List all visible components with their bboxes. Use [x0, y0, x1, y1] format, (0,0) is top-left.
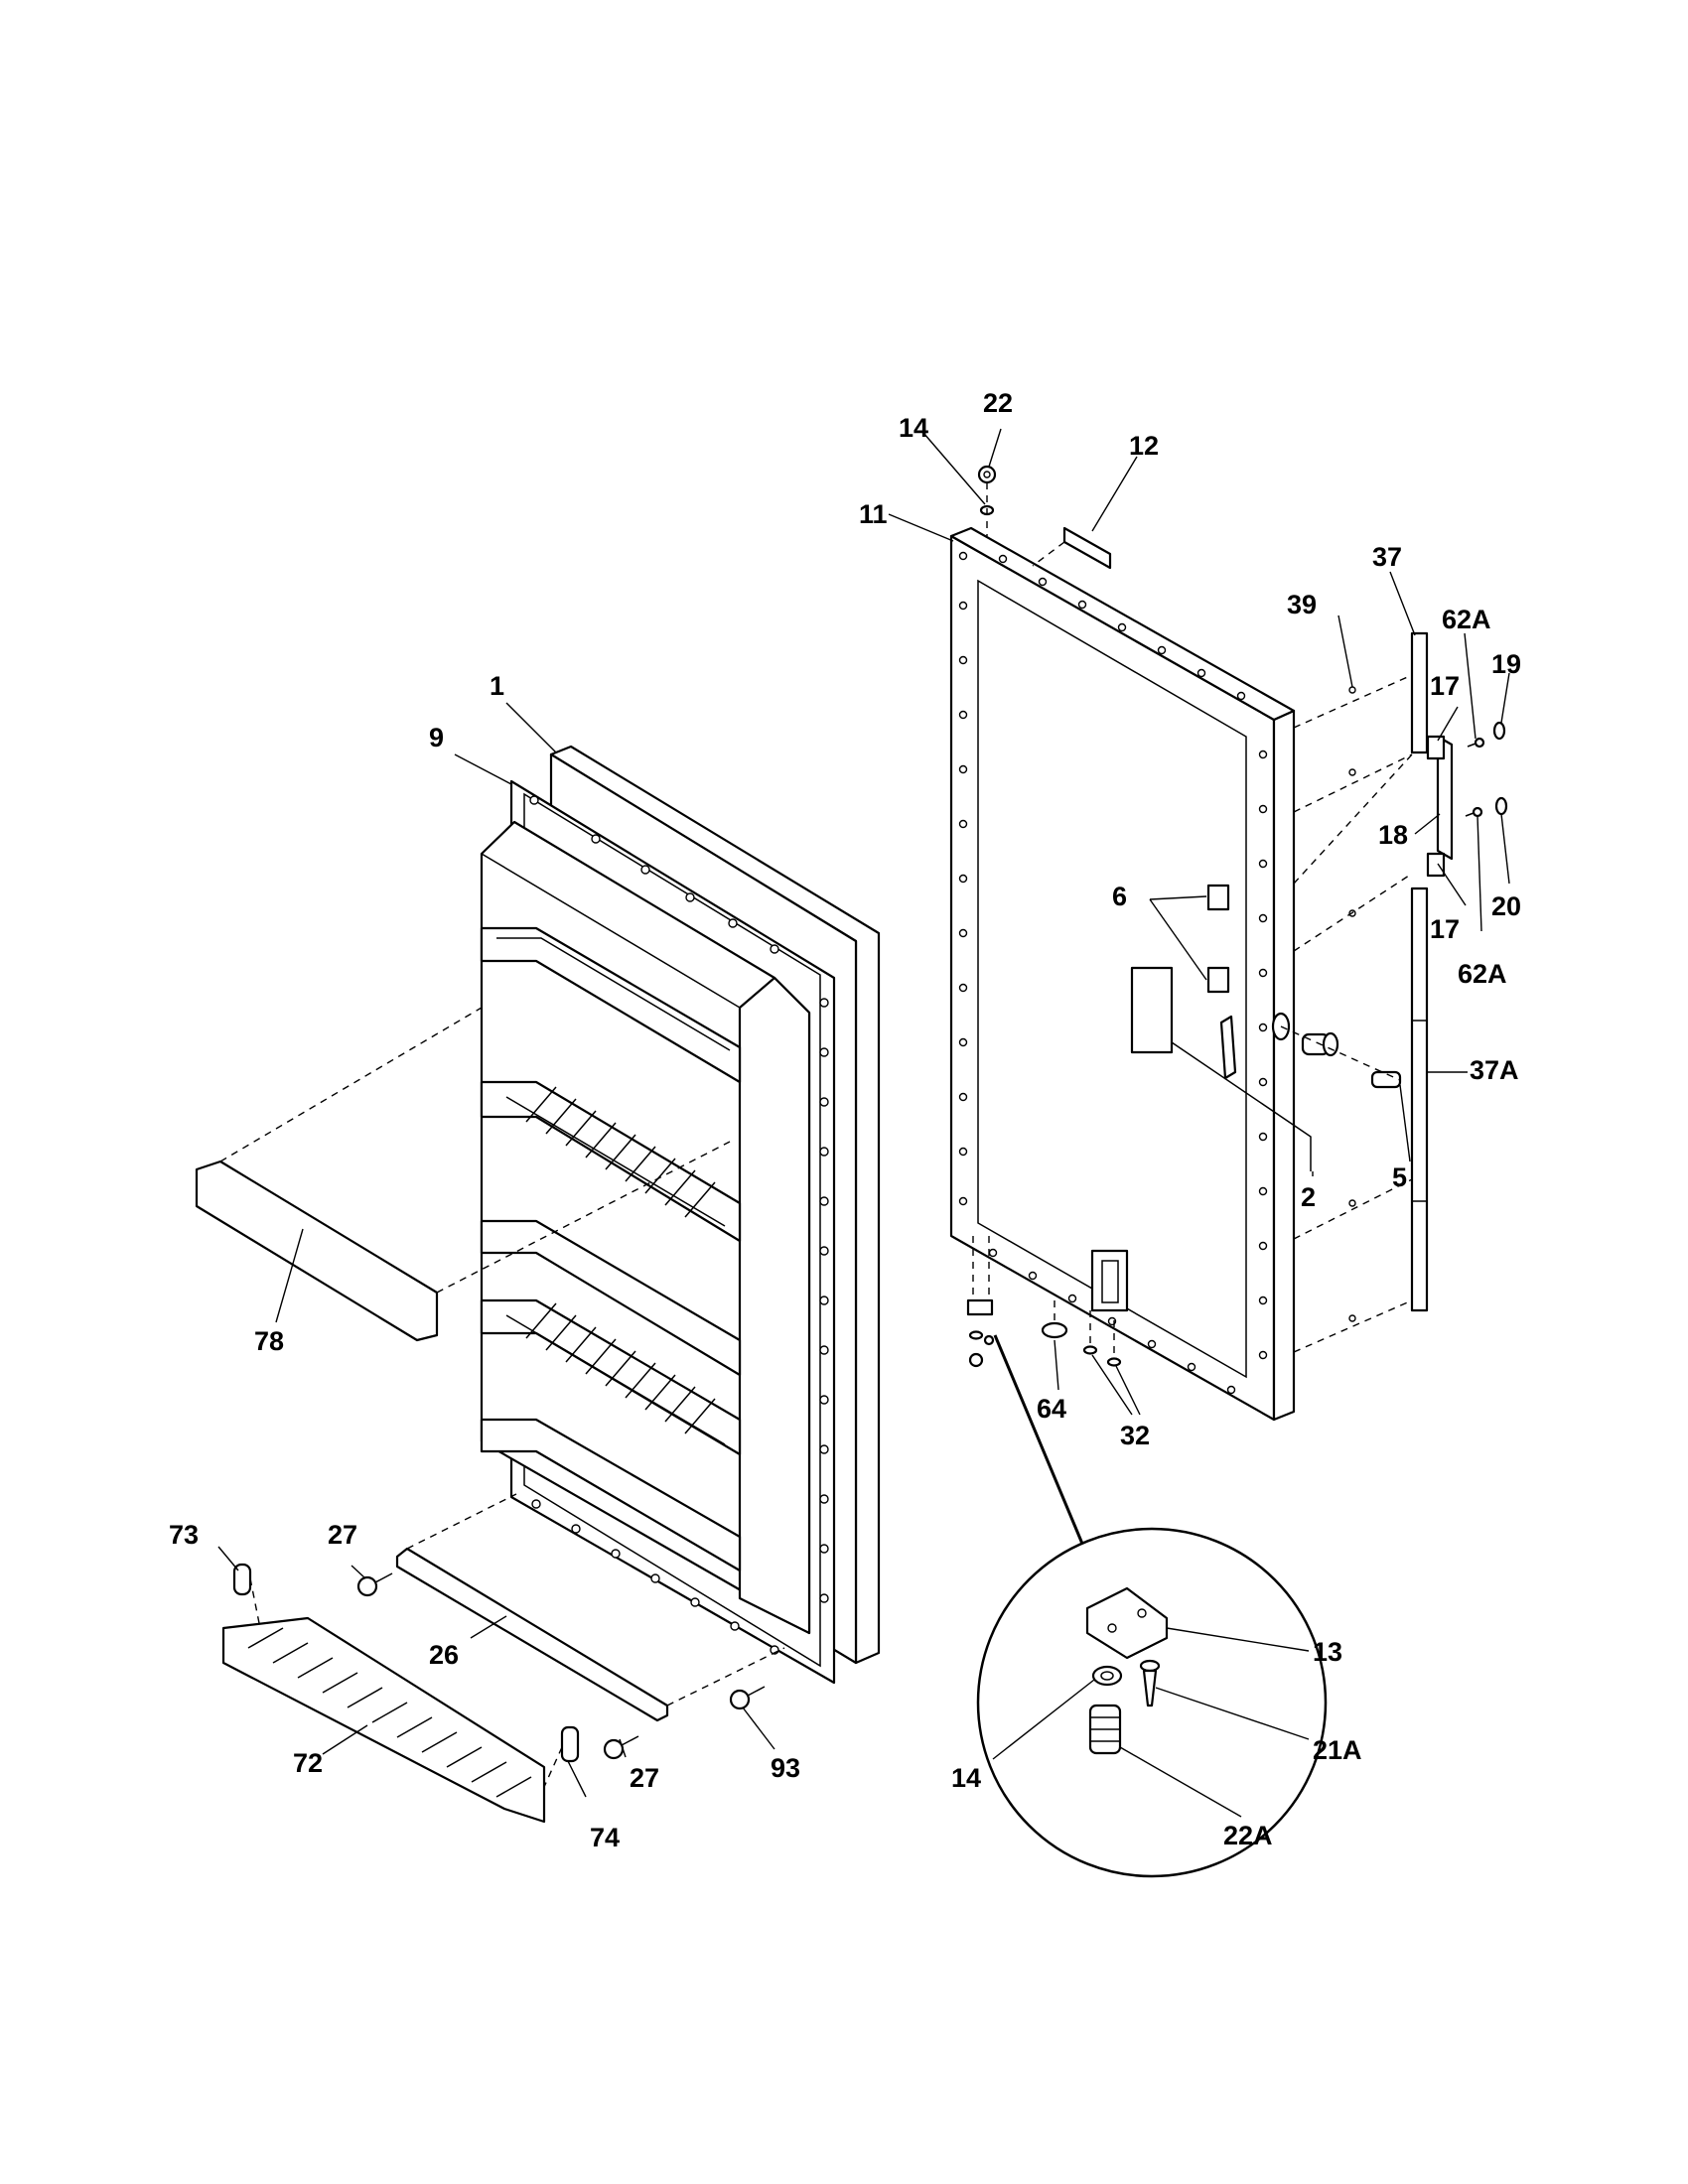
door-shelves: [480, 926, 742, 1572]
bin-dash-top: [219, 1007, 483, 1162]
shelf-bin: [195, 1160, 439, 1342]
handle-bracket-upper: [1426, 735, 1446, 760]
callout-39: 39: [1287, 590, 1317, 619]
callout-27-upper: 27: [328, 1520, 357, 1550]
door-frame-side: [1272, 709, 1296, 1422]
label-plate: [1062, 526, 1112, 570]
detail-view: [976, 1527, 1328, 1878]
handle-screw-upper: [1467, 737, 1485, 749]
door-frame-inner: [977, 579, 1247, 1379]
callout-37: 37: [1372, 542, 1402, 572]
lock-dash: [1280, 1025, 1401, 1081]
callout-26: 26: [429, 1640, 459, 1670]
callout-5: 5: [1392, 1162, 1407, 1192]
detail-plug-22a: [1088, 1704, 1122, 1755]
detail-pointer: [993, 1334, 1084, 1545]
callout-62a-lower: 62A: [1458, 959, 1507, 989]
detail-washer-14-hole: [1100, 1671, 1114, 1681]
trim-37a-notches: [1412, 1020, 1427, 1202]
detail-bracket-13: [1085, 1586, 1169, 1660]
callout-9: 9: [429, 723, 444, 752]
door-liner-side: [738, 976, 811, 1635]
callout-32: 32: [1120, 1421, 1150, 1450]
callout-19: 19: [1491, 649, 1521, 679]
bin-dash-bottom: [436, 1141, 731, 1294]
callout-11: 11: [859, 499, 888, 529]
hinge-plate-upper: [1206, 884, 1230, 911]
callout-18: 18: [1378, 820, 1408, 850]
detail-screw-21a: [1139, 1659, 1161, 1707]
callout-2: 2: [1301, 1182, 1316, 1212]
detail-washer-14: [1091, 1665, 1123, 1687]
callout-14-detail: 14: [951, 1763, 981, 1793]
lock-cam: [1370, 1070, 1402, 1089]
cap-20: [1494, 796, 1508, 816]
trim-screws-39: [1293, 674, 1413, 1353]
rod-dash-a: [406, 1493, 517, 1550]
callout-14-top: 14: [899, 413, 928, 443]
bottom-cutout: [1090, 1249, 1129, 1312]
bracket-73-dash: [249, 1577, 261, 1629]
cap-19: [1492, 721, 1506, 741]
callout-64: 64: [1037, 1394, 1066, 1424]
screw-93: [729, 1686, 766, 1710]
callout-17-upper: 17: [1430, 671, 1460, 701]
top-plug-22: [977, 465, 997, 484]
lock-support: [1171, 1041, 1312, 1171]
bracket-74: [560, 1725, 580, 1763]
bottom-rod: [395, 1547, 669, 1722]
handle-screw-lower: [1465, 806, 1483, 818]
callout-20: 20: [1491, 891, 1521, 921]
callout-74: 74: [590, 1823, 620, 1852]
trim-strip-37a: [1410, 887, 1429, 1312]
screw-27-upper: [356, 1572, 393, 1597]
callout-78: 78: [254, 1326, 284, 1356]
callout-1: 1: [490, 671, 504, 701]
callout-73: 73: [169, 1520, 199, 1550]
leader-lines: [217, 428, 1510, 1818]
door-wire-slats: [525, 1086, 716, 1434]
gasket-holes: [529, 795, 829, 1655]
callout-27-lower: 27: [630, 1763, 659, 1793]
rod-dash-b: [666, 1647, 785, 1706]
door-liner-assembly: [195, 745, 881, 1824]
door-frame-assembly: [949, 465, 1402, 1545]
callout-37a: 37A: [1470, 1055, 1519, 1085]
door-handle: [1436, 735, 1454, 861]
bottom-hardware-left: [966, 1236, 995, 1368]
callout-62a-upper: 62A: [1442, 605, 1491, 634]
handle-trim-assembly: [1293, 631, 1508, 1353]
callout-17-lower: 17: [1430, 914, 1460, 944]
handle-bracket-lower: [1426, 852, 1446, 878]
callout-labels: 1 9 78 27 27 26 73 72 74 93 22 14 12 11 …: [169, 388, 1521, 1852]
bracket-74-dash: [543, 1746, 563, 1788]
washer-64: [1041, 1321, 1068, 1339]
callout-13: 13: [1313, 1637, 1342, 1667]
callout-22a: 22A: [1223, 1821, 1273, 1850]
grille-slats: [247, 1627, 532, 1798]
label-dash: [1032, 541, 1065, 567]
lock-latch: [1219, 1015, 1237, 1080]
callout-22: 22: [983, 388, 1013, 418]
trim-strip-37: [1410, 631, 1429, 754]
callout-72: 72: [293, 1748, 323, 1778]
callout-93: 93: [771, 1753, 800, 1783]
callout-12: 12: [1129, 431, 1159, 461]
callout-21a: 21A: [1313, 1735, 1362, 1765]
frame-holes: [958, 551, 1268, 1395]
washers-32: [1082, 1310, 1122, 1367]
hinge-plate-lower: [1206, 966, 1230, 994]
lock-bracket: [1130, 966, 1174, 1054]
bottom-cutout-inner: [1101, 1260, 1119, 1303]
callout-6: 6: [1112, 882, 1127, 911]
kick-plate-grille: [221, 1616, 546, 1824]
